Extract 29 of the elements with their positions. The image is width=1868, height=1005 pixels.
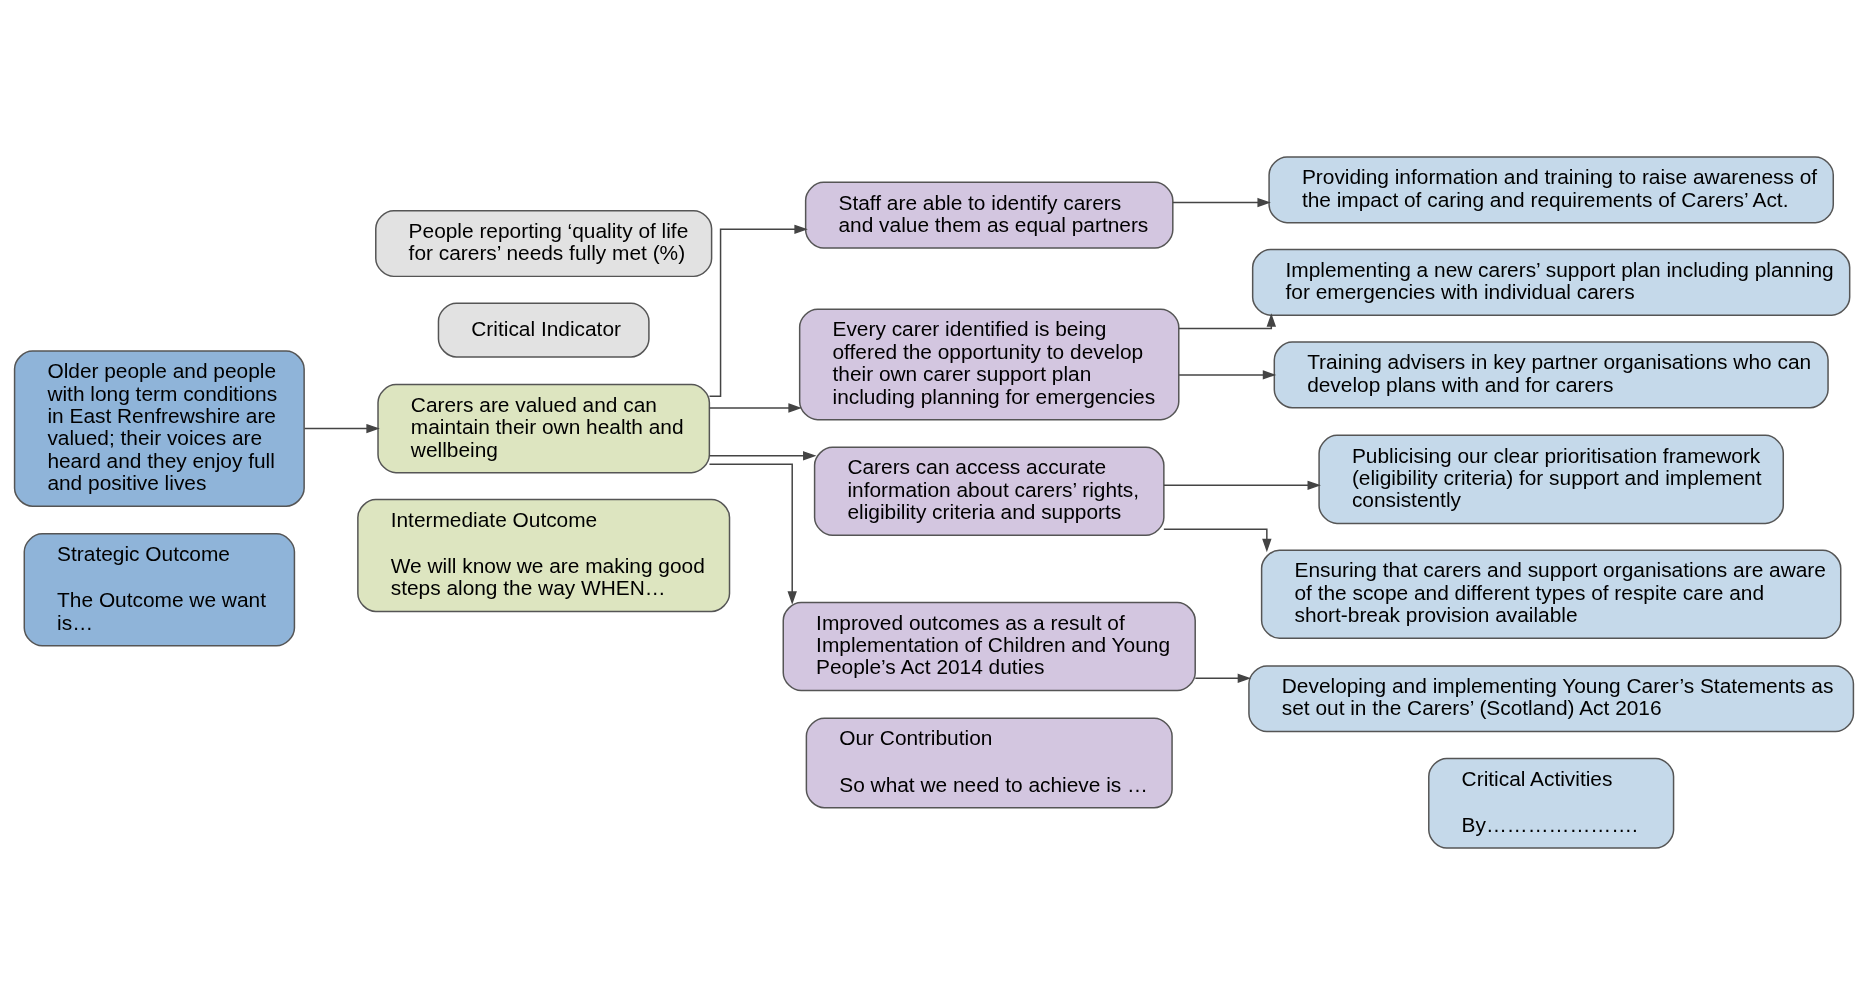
arrow: [1178, 313, 1277, 330]
node-box: Strategic Outcome The Outcome we want is…: [23, 533, 296, 647]
arrow: [1178, 370, 1277, 380]
node-box: Staff are able to identify carers and value them as equal partners: [804, 181, 1174, 249]
node-box: Publicising our clear prioritisation framework (eligibility criteria) for support and implement consistently: [1318, 434, 1784, 525]
node-box: Implementing a new carers’ support plan including planning for emergencies with individual carers: [1251, 248, 1851, 316]
node-box: Critical Indicator: [437, 302, 650, 358]
node-box: Critical Activities By………………….: [1428, 757, 1675, 849]
arrow: [1163, 528, 1272, 553]
node-box: Our Contribution So what we need to achieve is …: [805, 717, 1173, 809]
node-box: Training advisers in key partner organisations who can develop plans with and for carers: [1273, 341, 1829, 409]
arrow: [708, 403, 802, 413]
node-box: Carers are valued and can maintain their own health and wellbeing: [377, 383, 711, 474]
node-box: Developing and implementing Young Carer’s Statements as set out in the Carers’ (Scotland) Act 2016: [1248, 665, 1855, 733]
node-box: Intermediate Outcome We will know we are making good steps along the way WHEN…: [357, 498, 731, 613]
node-box: Improved outcomes as a result of Implementation of Children and Young People’s Act 2014 duties: [782, 601, 1196, 692]
arrow: [1172, 197, 1271, 208]
node-box: People reporting ‘quality of life for carers’ needs fully met (%): [375, 209, 713, 278]
arrow: [1163, 480, 1321, 491]
node-box: Carers can access accurate information about carers’ rights, eligibility criteria and supports: [813, 446, 1165, 537]
node-box: Every carer identified is being offered the opportunity to develop their own carer support plan including planning for emergencies: [798, 308, 1180, 421]
node-box: Providing information and training to raise awareness of the impact of caring and requirements of Carers’ Act.: [1268, 156, 1834, 224]
node-box: Older people and people with long term conditions in East Renfrewshire are valued; their voices are heard and they enjoy full and positive lives: [13, 350, 305, 507]
arrow: [708, 463, 797, 605]
arrow: [1194, 673, 1252, 683]
node-box: Ensuring that carers and support organisations are aware of the scope and different types of respite care and short-break provision available: [1260, 549, 1842, 640]
arrow: [708, 451, 817, 461]
arrow: [303, 423, 380, 434]
arrow: [708, 224, 808, 397]
